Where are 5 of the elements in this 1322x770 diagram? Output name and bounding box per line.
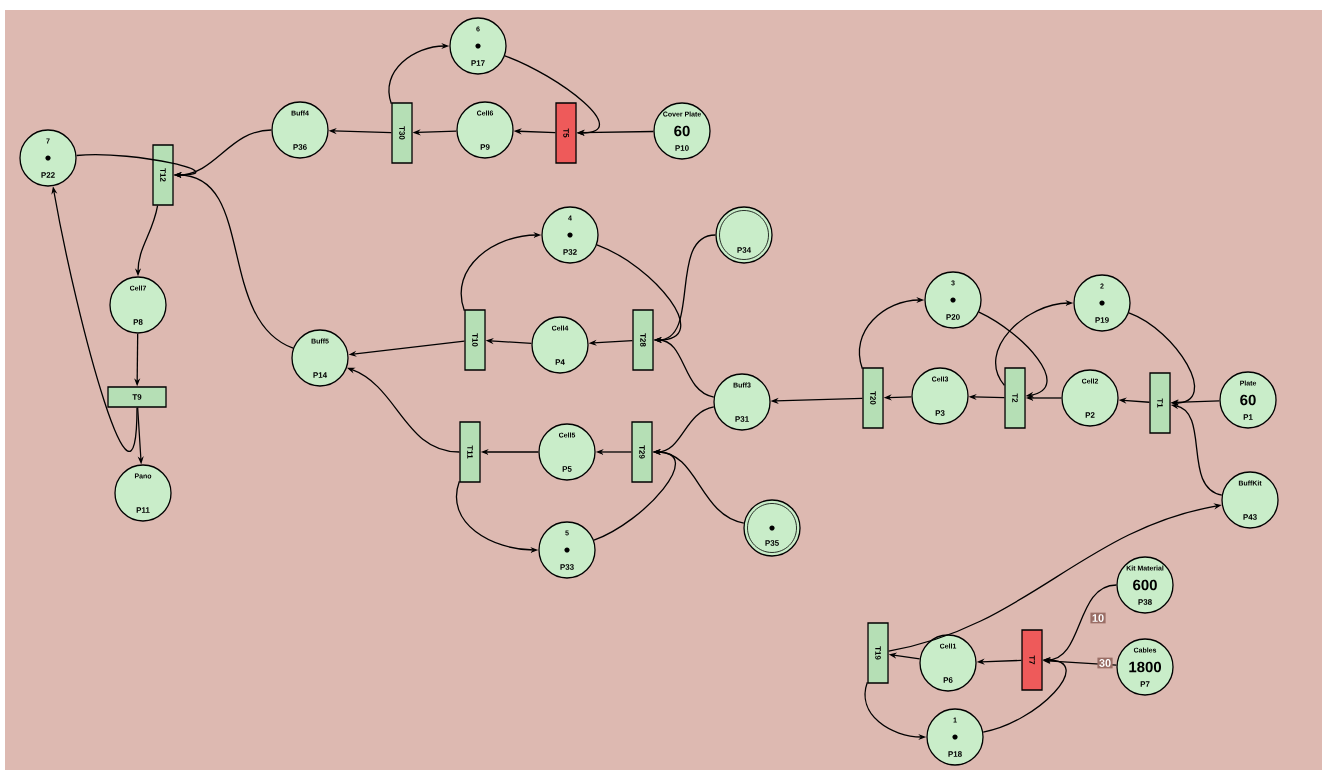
arc-weight: 30 [1097, 657, 1113, 669]
arc [978, 311, 1048, 398]
arc [1128, 312, 1195, 407]
arc [504, 55, 601, 137]
arc-weight: 10 [1090, 612, 1106, 624]
